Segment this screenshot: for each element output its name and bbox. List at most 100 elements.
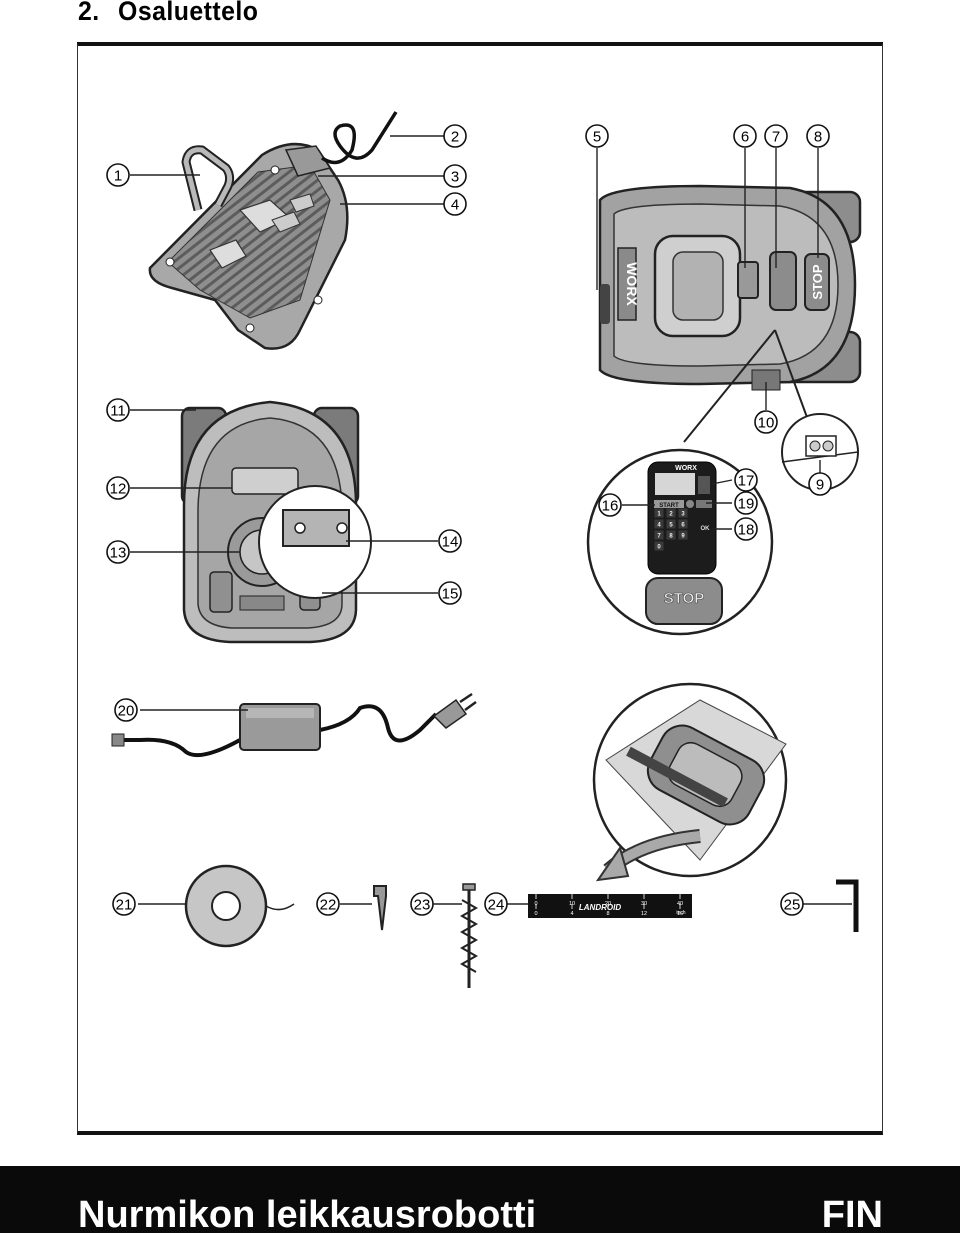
svg-text:23: 23	[414, 897, 431, 914]
svg-text:5: 5	[593, 129, 601, 146]
svg-text:12: 12	[110, 481, 127, 498]
stop-button-label: STOP	[810, 264, 825, 299]
callout-14: 14	[438, 529, 462, 553]
keypad-key-8: 8	[666, 530, 676, 540]
keypad-key-6: 6	[678, 519, 688, 529]
callout-12: 12	[106, 476, 130, 500]
svg-text:17: 17	[738, 473, 755, 490]
svg-text:7: 7	[657, 534, 661, 540]
keypad-key-5: 5	[666, 519, 676, 529]
svg-text:16: 16	[602, 498, 619, 515]
callout-9: 9	[808, 472, 832, 496]
keypad-key-9: 9	[678, 530, 688, 540]
callout-25: 25	[780, 892, 804, 916]
section-number: 2.	[78, 0, 100, 26]
svg-text:5: 5	[669, 523, 673, 529]
power-supply	[111, 692, 477, 757]
svg-text:6: 6	[681, 523, 685, 529]
illustration-frame	[77, 42, 883, 1135]
svg-text:8: 8	[814, 129, 822, 146]
ruler-tick-label: 0	[534, 911, 537, 917]
callout-2: 2	[443, 124, 467, 148]
callout-24: 24	[484, 892, 508, 916]
svg-text:8: 8	[669, 534, 673, 540]
svg-text:4: 4	[451, 197, 459, 214]
svg-text:22: 22	[320, 897, 337, 914]
callout-23: 23	[410, 892, 434, 916]
svg-text:13: 13	[110, 545, 127, 562]
svg-text:14: 14	[442, 534, 459, 551]
leader-lines	[130, 135, 852, 905]
ruler-tick-label: 8	[606, 911, 609, 917]
callout-11: 11	[106, 398, 130, 422]
callout-7: 7	[764, 124, 788, 148]
callout-17: 17	[734, 468, 758, 492]
svg-text:20: 20	[118, 703, 135, 720]
mower-top-view: STOP WORX	[598, 184, 862, 391]
ruler-tick-label: 16	[677, 911, 683, 917]
keypad-key-3: 3	[678, 508, 688, 518]
svg-text:18: 18	[738, 522, 755, 539]
svg-text:2: 2	[669, 512, 673, 518]
svg-text:11: 11	[110, 403, 126, 420]
callout-22: 22	[316, 892, 340, 916]
callout-16: 16	[598, 493, 622, 517]
svg-text:21: 21	[116, 897, 133, 914]
callout-10: 10	[754, 410, 778, 434]
ruler-tick-label: 12	[641, 911, 647, 917]
svg-text:3: 3	[451, 169, 459, 186]
callout-1: 1	[106, 163, 130, 187]
keypad-key-2: 2	[666, 508, 676, 518]
svg-text:24: 24	[488, 897, 505, 914]
svg-text:1: 1	[114, 168, 122, 185]
svg-text:25: 25	[784, 897, 801, 914]
svg-text:3: 3	[681, 512, 685, 518]
callout-21: 21	[112, 892, 136, 916]
keypad-key-4: 4	[654, 519, 664, 529]
page-footer: Nurmikon leikkausrobotti FIN	[0, 1166, 960, 1233]
keypad-key-0: 0	[654, 541, 664, 551]
page-heading: 2. Osaluettelo	[78, 0, 258, 27]
worx-logo: WORX	[624, 262, 640, 306]
start-key-label: START	[659, 503, 679, 509]
callout-18: 18	[734, 517, 758, 541]
panel-stop-label: STOP	[664, 590, 705, 607]
ruler-brand: LANDROID	[579, 903, 621, 912]
svg-text:0: 0	[657, 545, 661, 551]
svg-text:7: 7	[772, 129, 780, 146]
callout-6: 6	[733, 124, 757, 148]
ruler-tick-label: 4	[570, 911, 573, 917]
svg-text:1: 1	[657, 512, 661, 518]
svg-text:6: 6	[741, 129, 749, 146]
product-title: Nurmikon leikkausrobotti	[78, 1194, 537, 1233]
svg-text:9: 9	[816, 477, 824, 494]
ok-key-label: OK	[701, 526, 711, 532]
callout-4: 4	[443, 192, 467, 216]
language-code: FIN	[821, 1194, 883, 1233]
callout-19: 19	[734, 491, 758, 515]
svg-text:15: 15	[442, 586, 459, 603]
callout-8: 8	[806, 124, 830, 148]
callout-20: 20	[114, 698, 138, 722]
callout-5: 5	[585, 124, 609, 148]
callout-13: 13	[106, 540, 130, 564]
svg-text:10: 10	[758, 415, 775, 432]
svg-text:2: 2	[451, 129, 459, 146]
keypad-key-1: 1	[654, 508, 664, 518]
svg-text:19: 19	[738, 496, 755, 513]
mower-underside	[180, 400, 372, 644]
keypad-key-7: 7	[654, 530, 664, 540]
control-panel-detail: WORX START 1 2 3 4 5 6 7 8 9 0 OK STOP	[586, 329, 859, 636]
svg-text:9: 9	[681, 534, 685, 540]
callout-3: 3	[443, 164, 467, 188]
section-title: Osaluettelo	[118, 0, 259, 26]
svg-text:4: 4	[657, 523, 661, 529]
docking-detail	[592, 682, 788, 882]
keypad: 1 2 3 4 5 6 7 8 9 0	[654, 508, 688, 551]
panel-brand: WORX	[675, 465, 697, 472]
charging-base	[148, 111, 398, 350]
callout-15: 15	[438, 581, 462, 605]
